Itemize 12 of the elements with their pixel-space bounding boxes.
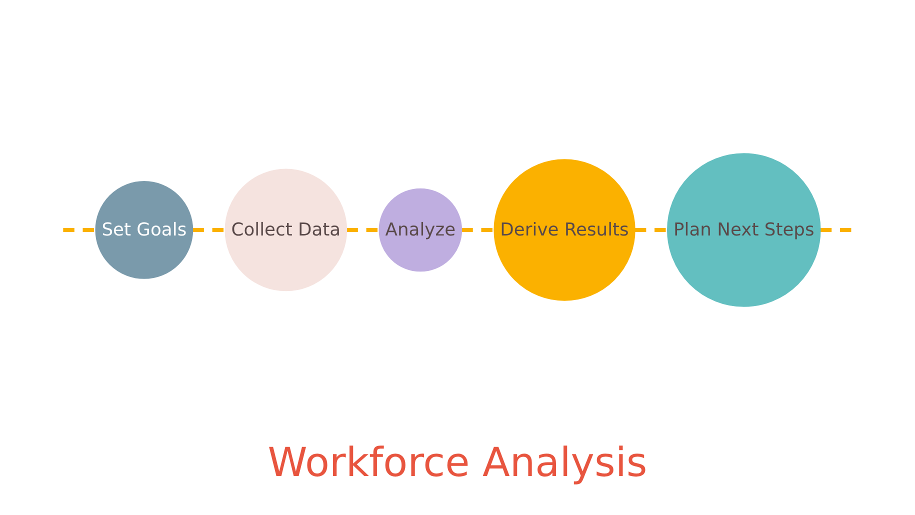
node-circle: Derive Results (493, 158, 635, 300)
node-circle: Plan Next Steps (666, 152, 820, 306)
connector (62, 227, 96, 232)
node-circle: Collect Data (224, 168, 347, 291)
connector (346, 227, 379, 232)
connector (461, 227, 494, 232)
node-circle: Analyze (378, 188, 462, 272)
connector (192, 227, 225, 232)
connector (820, 227, 852, 232)
diagram-title: Workforce Analysis (268, 440, 648, 486)
node-circle: Set Goals (94, 180, 193, 278)
connector (634, 227, 667, 232)
